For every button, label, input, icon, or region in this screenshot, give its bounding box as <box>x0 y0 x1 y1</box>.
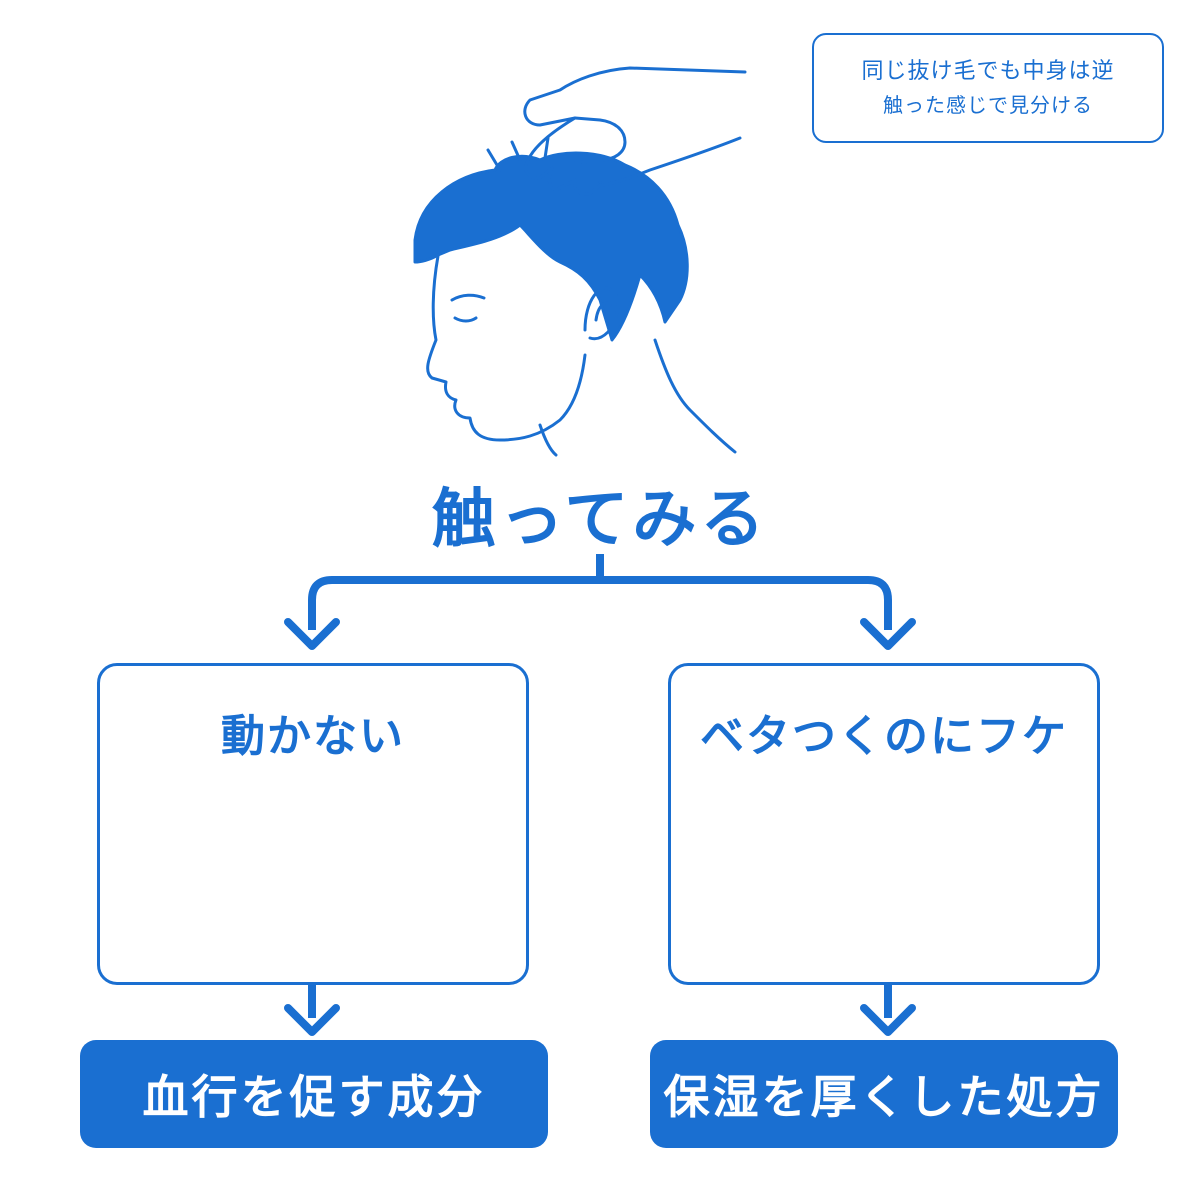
connector-lines <box>308 554 892 1018</box>
branch-label-left: 動かない <box>221 711 405 762</box>
diagram-title: 触ってみる <box>431 483 769 557</box>
head-touch-illustration <box>413 66 747 457</box>
branch-card-right: ベタつくのにフケ <box>668 663 1100 985</box>
result-box-left: 血行を促す成分 <box>80 1040 548 1148</box>
arrow-heads <box>284 618 916 1036</box>
result-label-right: 保湿を厚くした処方 <box>663 1070 1105 1124</box>
branch-label-right: ベタつくのにフケ <box>700 711 1068 762</box>
note-line-1: 同じ抜け毛でも中身は逆 <box>861 59 1115 84</box>
result-box-right: 保湿を厚くした処方 <box>650 1040 1118 1148</box>
result-label-left: 血行を促す成分 <box>142 1070 486 1124</box>
branch-card-left: 動かない <box>97 663 529 985</box>
note-box: 同じ抜け毛でも中身は逆 触った感じで見分ける <box>812 33 1164 143</box>
note-line-2: 触った感じで見分ける <box>883 93 1093 117</box>
